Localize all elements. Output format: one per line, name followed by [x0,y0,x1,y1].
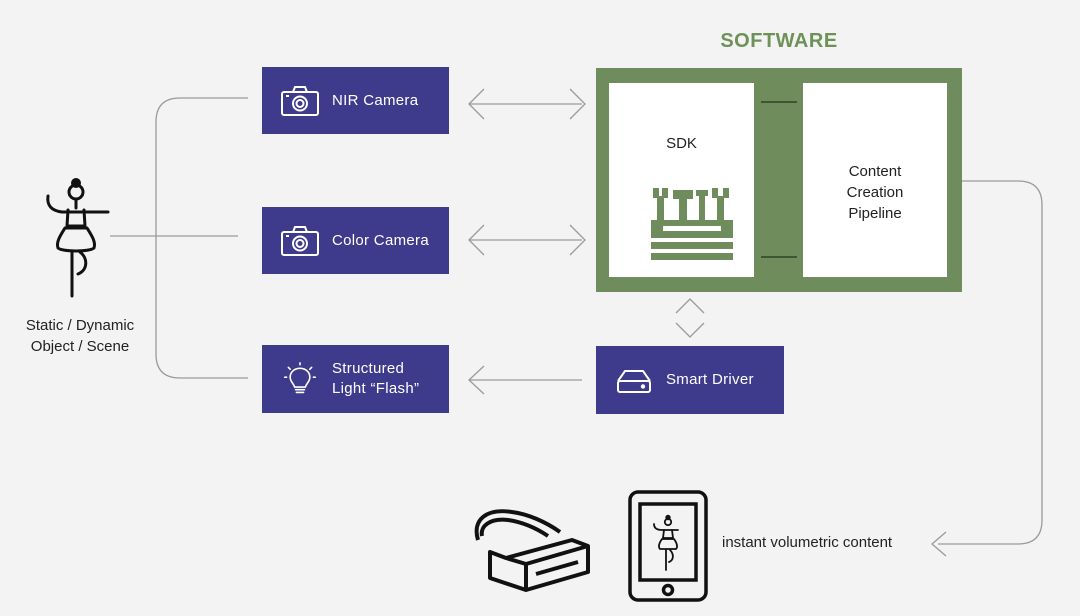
color-sdk-arrow [468,224,586,256]
lightbulb-icon [283,362,317,394]
object-label: Static / Dynamic Object / Scene [25,317,135,355]
color-camera-box: Color Camera [262,207,449,274]
drive-icon [617,370,651,393]
content-creation-pipeline-panel: Content Creation Pipeline [803,83,947,277]
driver-to-light-arrow [468,365,582,395]
toolbox-icon [651,188,733,260]
structured-light-box: Structured Light “Flash” [262,345,449,413]
output-arrowhead [931,531,947,557]
software-block: SDK Content Creation Pipeline [596,68,962,292]
sdk-label: SDK [666,135,697,152]
pipeline-to-output-line [938,180,1043,545]
sdk-panel: SDK [609,83,754,277]
smart-driver-box: Smart Driver [596,346,784,414]
software-driver-arrow [675,298,705,338]
camera-icon [281,225,319,256]
vr-headset-icon [474,509,590,592]
dancer-icon [653,514,679,571]
dancer-icon [46,178,110,298]
smart-driver-label: Smart Driver [666,371,754,388]
nir-camera-label: NIR Camera [332,91,419,109]
color-camera-label: Color Camera [332,231,429,249]
software-title: SOFTWARE [720,30,838,52]
tablet-icon [628,490,708,602]
panel-link-top [761,101,797,103]
pipeline-label: Content Creation Pipeline [846,163,904,222]
output-label: instant volumetric content [722,534,893,551]
camera-icon [281,85,319,116]
object-to-nir-line [155,97,248,379]
nir-camera-box: NIR Camera [262,67,449,134]
panel-link-bottom [761,256,797,258]
nir-sdk-arrow [468,88,586,120]
structured-light-label: Structured Light “Flash” [332,360,420,397]
